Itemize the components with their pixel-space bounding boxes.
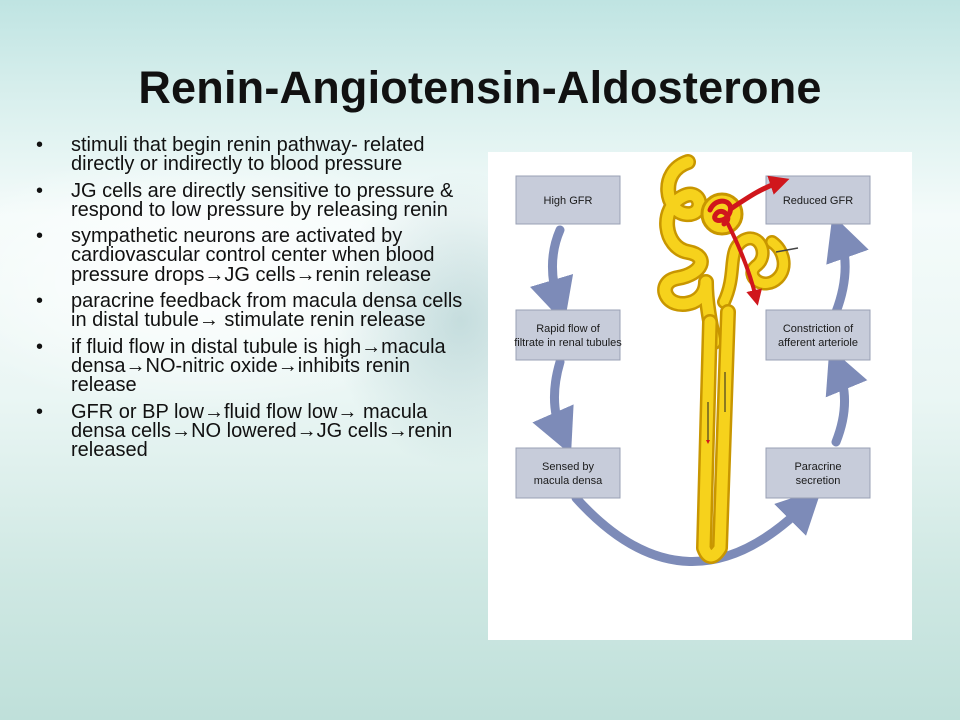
bullet-text: stimuli that begin renin pathway- relate… (71, 134, 425, 176)
box-sensed-line-2: macula densa (534, 475, 603, 487)
bullet-dot: • (36, 179, 44, 202)
bullet-text: JG cells are directly sensitive to press… (71, 179, 454, 221)
right-arrow-icon: → (198, 309, 219, 332)
right-arrow-icon: → (295, 263, 316, 286)
proximal-tubule (659, 156, 720, 348)
afferent-arteriole (729, 175, 790, 211)
box-reduced-gfr: Reduced GFR (765, 175, 871, 225)
bullet-text: JG cells (316, 419, 388, 442)
distal-tubule (719, 233, 789, 307)
right-arrow-icon: → (204, 263, 225, 286)
right-arrow-icon: → (337, 400, 358, 423)
bullet-item: • if fluid flow in distal tubule is high→… (36, 335, 466, 397)
bullet-dot: • (36, 134, 44, 156)
bullet-item: • paracrine feedback from macula densa ce… (36, 290, 466, 332)
bullet-text: paracrine feedback from macula densa cel… (71, 290, 463, 332)
bullet-text: NO lowered (191, 419, 297, 442)
nephron-illustration (657, 154, 799, 564)
bullet-text: macula densa (71, 335, 446, 377)
box-rapid-flow-line-2: filtrate in renal tubules (514, 337, 622, 349)
box-rapid-flow: Rapid flow of filtrate in renal tubules (514, 309, 622, 361)
box-sensed-macula-densa: Sensed by macula densa (515, 447, 621, 499)
slide-title: Renin-Angiotensin-Aldosterone (138, 62, 822, 113)
bullet-text: inhibits renin release (71, 354, 411, 397)
bullet-item: • sympathetic neurons are activated by ca… (36, 225, 466, 286)
right-arrow-icon: → (204, 400, 224, 423)
right-arrow-icon: → (125, 354, 146, 377)
right-arrow-icon: → (296, 419, 317, 442)
bullet-text: fluid flow low (224, 400, 338, 423)
box-constriction-line-1: Constriction of (783, 323, 854, 335)
bullet-dot: • (36, 225, 44, 248)
arrow-constriction-to-reduced (826, 214, 869, 317)
diagram-svg: High GFR Rapid flow of filtrate in renal… (514, 154, 871, 566)
arrow-rapid-to-sensed (532, 357, 574, 455)
arrow-paracrine-to-constriction (825, 347, 868, 447)
arrow-high-to-rapid (529, 225, 574, 324)
box-paracrine: Paracrine secretion (765, 447, 871, 499)
right-arrow-icon: → (387, 419, 408, 442)
box-high-gfr: High GFR (515, 175, 621, 225)
bullet-text: stimulate renin release (218, 309, 426, 332)
bullet-item: • stimuli that begin renin pathway- relat… (36, 134, 466, 176)
bullet-item: • JG cells are directly sensitive to pres… (36, 179, 466, 221)
collecting-duct-arrow (775, 247, 799, 253)
box-paracrine-line-2: secretion (796, 475, 841, 487)
cycle-arrows (529, 214, 869, 566)
bullet-list: • stimuli that begin renin pathway- relat… (36, 134, 466, 467)
bullet-text: GFR or BP low (71, 400, 204, 423)
right-arrow-icon: → (361, 335, 382, 358)
bullet-text: renin released (71, 419, 453, 462)
loop-of-henle (698, 306, 734, 562)
bullet-dot: • (36, 400, 44, 423)
box-paracrine-line-1: Paracrine (794, 461, 841, 473)
box-constriction: Constriction of afferent arteriole (765, 309, 871, 361)
glomerulus (707, 198, 734, 227)
bullet-dot: • (36, 335, 44, 358)
box-sensed-line-1: Sensed by (542, 461, 594, 473)
bullet-text: renin release (315, 263, 432, 286)
bullet-item: •GFR or BP low→fluid flow low→ macula de… (36, 400, 466, 462)
bullet-dot: • (36, 290, 44, 313)
box-constriction-line-2: afferent arteriole (778, 337, 858, 349)
bullet-text: NO-nitric oxide (145, 354, 278, 377)
bullet-text: sympathetic neurons are activated by car… (71, 225, 435, 286)
right-arrow-icon: → (277, 354, 298, 377)
background-glow (0, 150, 480, 410)
box-reduced-gfr-line-1: Reduced GFR (783, 195, 853, 207)
bullet-text: macula densa cells (71, 400, 428, 442)
right-arrow-icon: → (171, 419, 192, 442)
box-rapid-flow-line-1: Rapid flow of (536, 323, 601, 335)
efferent-arteriole (726, 222, 762, 306)
bullet-text: JG cells (224, 263, 296, 286)
raas-feedback-diagram: High GFR Rapid flow of filtrate in renal… (488, 152, 912, 640)
bullet-text: if fluid flow in distal tubule is high (71, 335, 362, 358)
arrow-sensed-to-paracrine (571, 488, 822, 566)
box-high-gfr-line-1: High GFR (544, 195, 593, 207)
